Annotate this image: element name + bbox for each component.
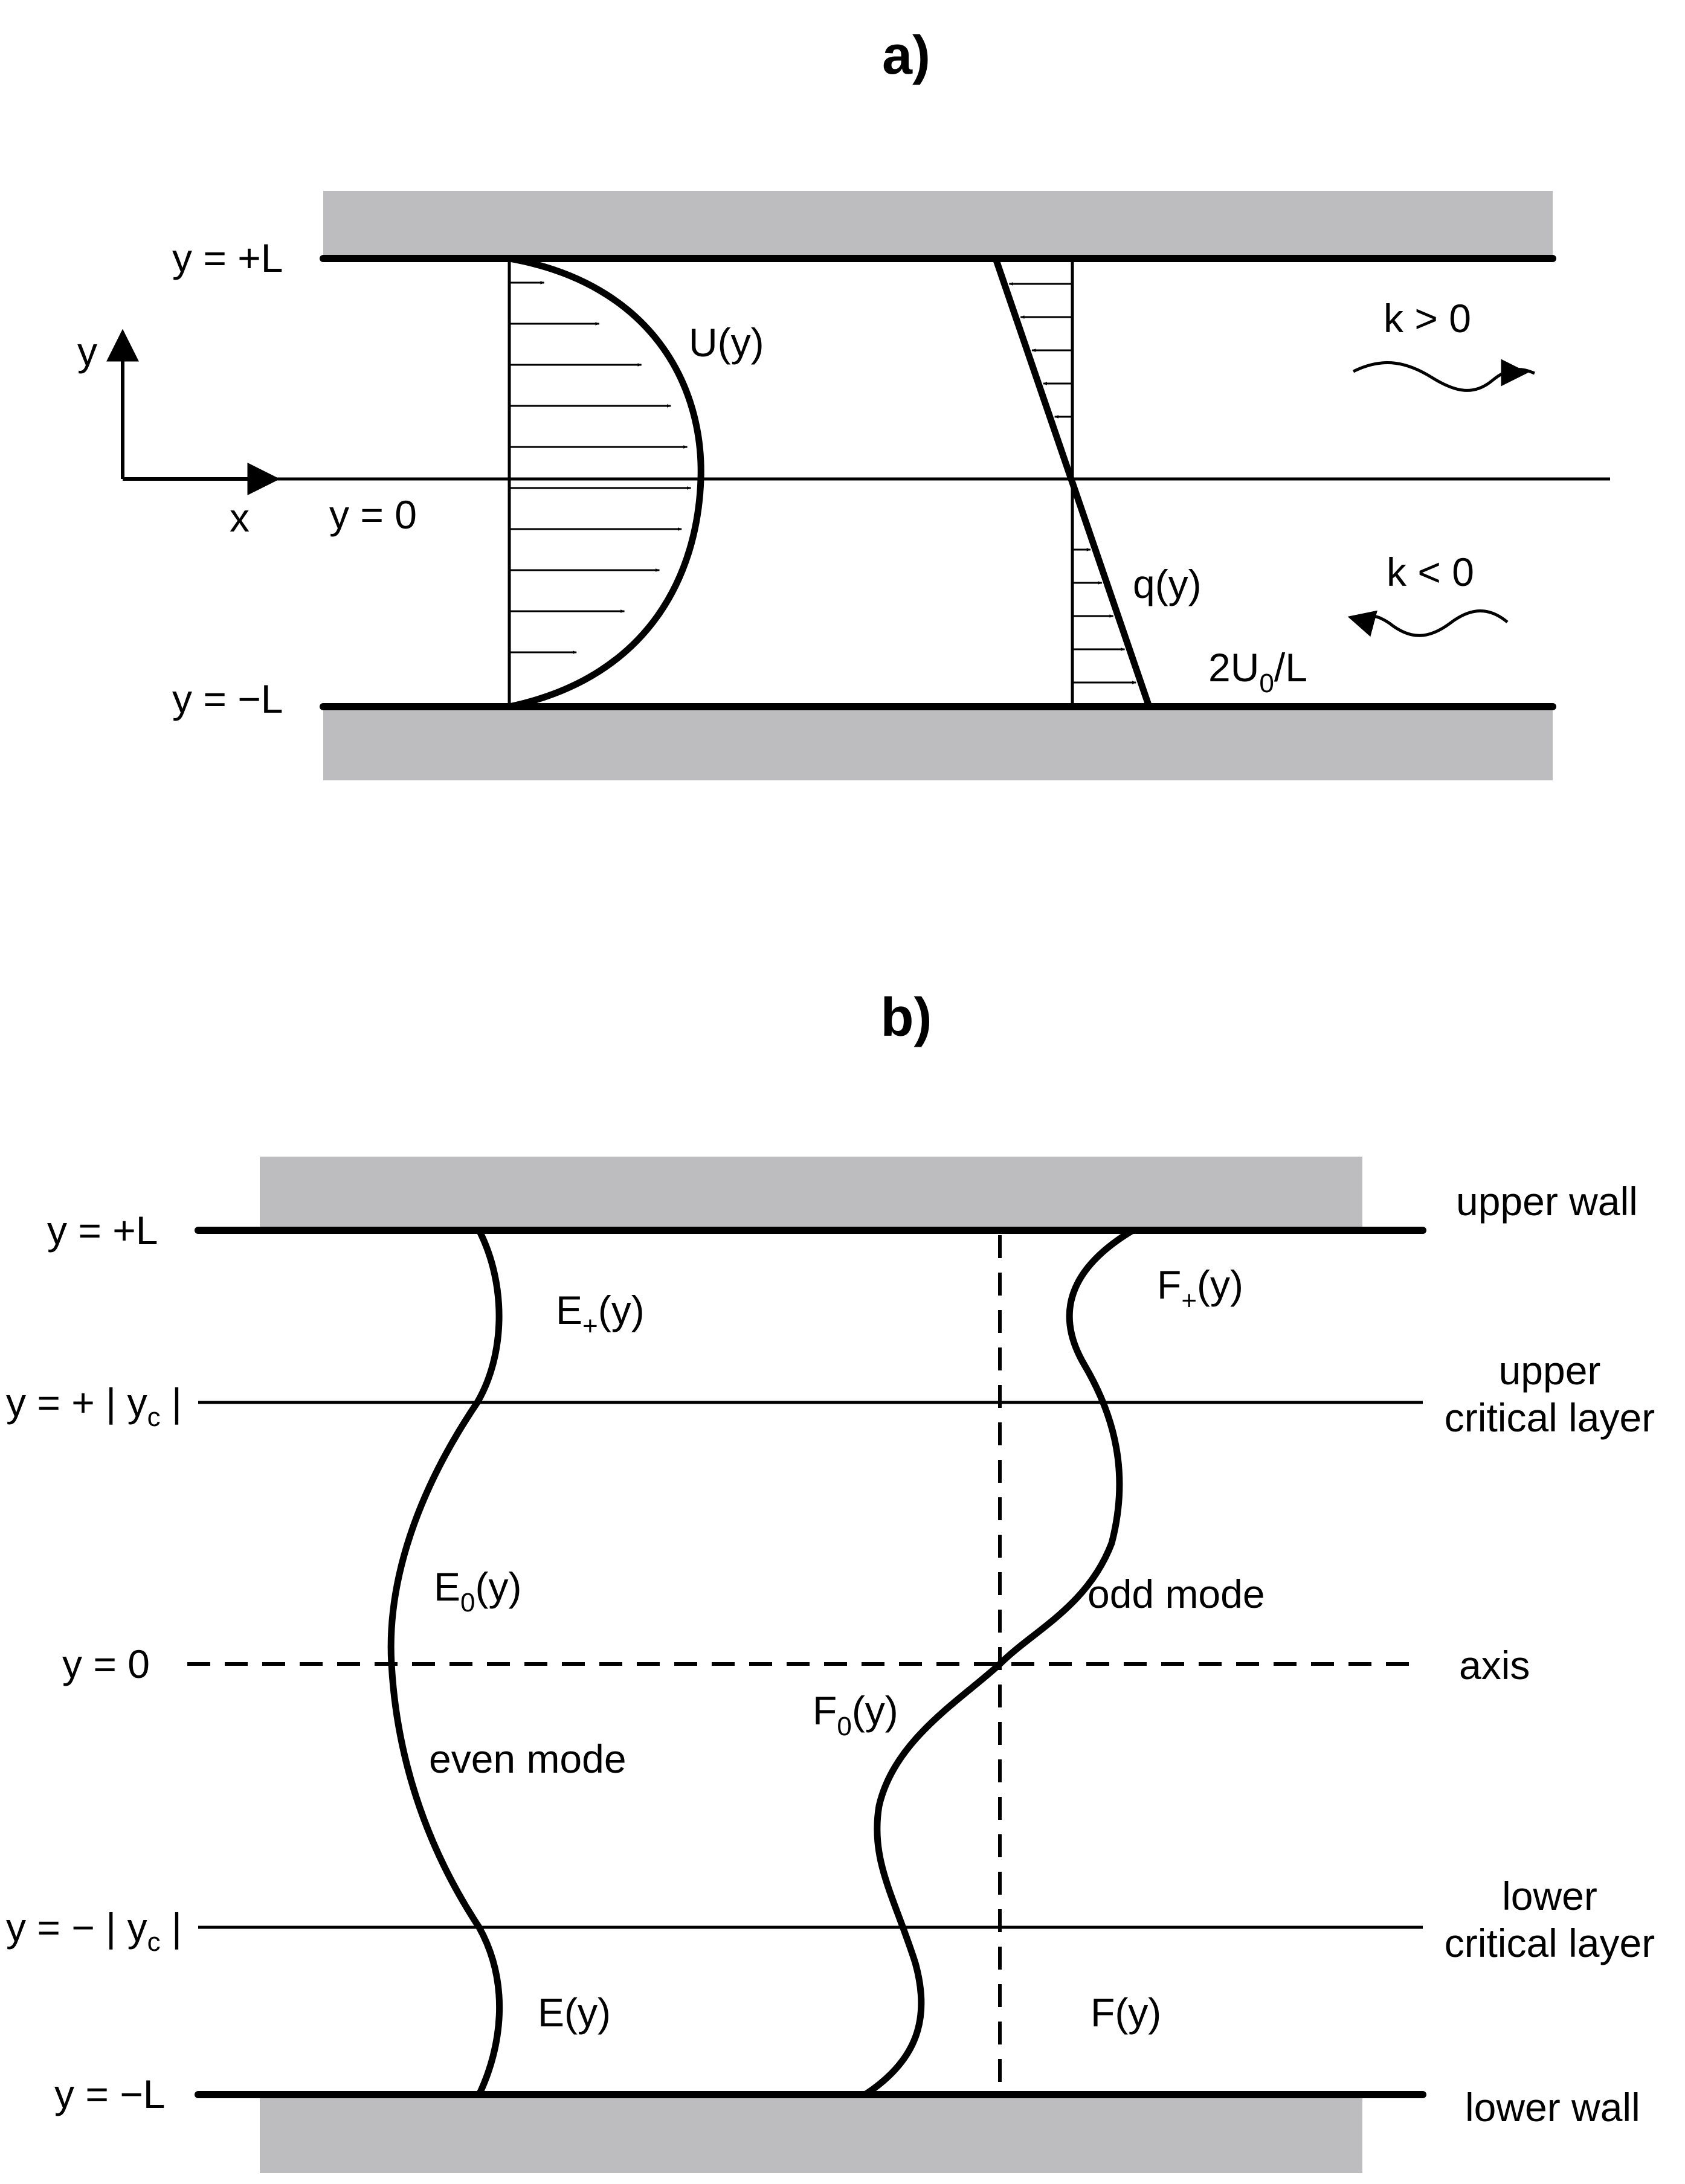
- label-E-zero: E0(y): [434, 1564, 521, 1617]
- panel-a: a) y = +L y = −L y x y = 0 U(y) q(y: [77, 25, 1610, 780]
- even-mode-curve: [387, 1227, 503, 2098]
- label-F-zero: F0(y): [813, 1688, 898, 1741]
- vorticity-gradient-profile: q(y) 2U0/L: [992, 255, 1307, 710]
- label-lower-critical-1: lower: [1502, 1874, 1597, 1918]
- label-y-lower: y = −L: [172, 676, 283, 721]
- panel-b: b) y = +L y = + | yc | y = 0 y = − | yc …: [6, 988, 1655, 2173]
- label-y-zero-b: y = 0: [62, 1642, 150, 1686]
- wave-k-positive: k > 0: [1352, 296, 1535, 392]
- label-yc-upper: y = + | yc |: [6, 1380, 182, 1432]
- coordinate-axes: y x y = 0: [77, 329, 417, 540]
- odd-mode-curve: [862, 1227, 1136, 2098]
- label-upper-wall: upper wall: [1456, 1179, 1638, 1224]
- upper-wall-block-b: [260, 1157, 1362, 1230]
- wave-left-arrowhead: [1347, 610, 1377, 637]
- label-k-positive: k > 0: [1384, 296, 1471, 341]
- label-yc-lower: y = − | yc |: [6, 1905, 182, 1957]
- label-upper-critical-1: upper: [1499, 1348, 1601, 1393]
- wave-left-curve: [1358, 609, 1509, 637]
- label-y-lower-b: y = −L: [54, 2072, 165, 2116]
- upper-wall-block: [323, 191, 1553, 259]
- label-E-minus: E(y): [538, 1990, 611, 2035]
- wave-k-negative: k < 0: [1347, 550, 1509, 637]
- label-even-mode: even mode: [429, 1736, 627, 1781]
- q-arrows: [1008, 282, 1137, 684]
- label-y-upper-b: y = +L: [47, 1208, 158, 1253]
- label-k-negative: k < 0: [1387, 550, 1474, 594]
- label-lower-wall: lower wall: [1465, 2085, 1640, 2130]
- velocity-arrows: [509, 281, 692, 654]
- wave-right-curve: [1352, 361, 1535, 392]
- label-lower-critical-2: critical layer: [1445, 1921, 1655, 1965]
- lower-wall-block: [323, 707, 1553, 780]
- velocity-profile-curve: [506, 255, 704, 710]
- label-slope: 2U0/L: [1208, 645, 1307, 698]
- label-y-zero: y = 0: [329, 492, 417, 537]
- label-y-upper: y = +L: [172, 236, 283, 280]
- label-q: q(y): [1133, 562, 1202, 606]
- panel-b-title: b): [881, 988, 932, 1048]
- label-U: U(y): [689, 320, 764, 365]
- velocity-profile: U(y): [506, 255, 764, 710]
- label-y-axis: y: [77, 329, 97, 374]
- label-x-axis: x: [230, 495, 250, 540]
- label-odd-mode: odd mode: [1087, 1572, 1265, 1616]
- label-E-plus: E+(y): [556, 1288, 645, 1341]
- label-F-plus: F+(y): [1157, 1262, 1243, 1315]
- q-line: [992, 255, 1153, 710]
- panel-a-title: a): [882, 25, 930, 86]
- label-upper-critical-2: critical layer: [1445, 1395, 1655, 1440]
- lower-wall-block-b: [260, 2095, 1362, 2173]
- label-axis: axis: [1459, 1643, 1530, 1688]
- label-F-minus: F(y): [1091, 1990, 1161, 2035]
